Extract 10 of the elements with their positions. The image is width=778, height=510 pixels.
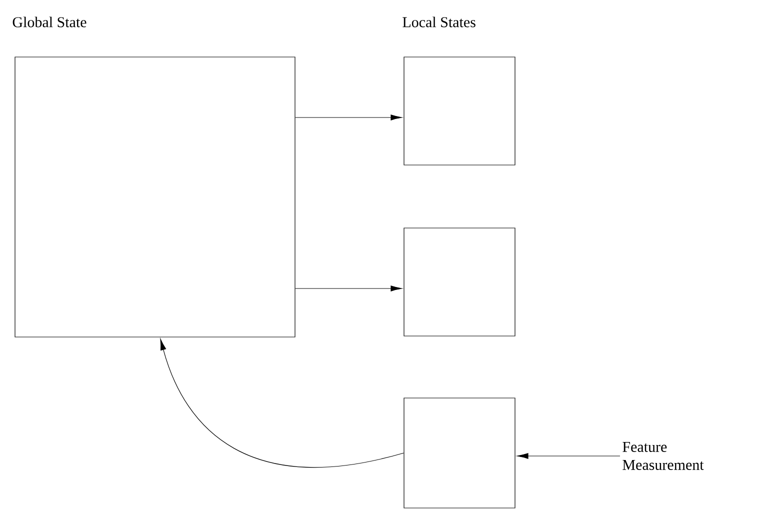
node-text: Feature Measurement [622, 442, 704, 470]
arrow [295, 286, 402, 292]
arrow [295, 114, 402, 120]
arrow [160, 338, 404, 468]
state-box [404, 56, 516, 166]
state-box [404, 398, 516, 508]
arrow [516, 453, 620, 459]
box-heading: Global State [12, 16, 86, 28]
column-heading: Local States [402, 16, 476, 28]
state-box [404, 228, 516, 336]
